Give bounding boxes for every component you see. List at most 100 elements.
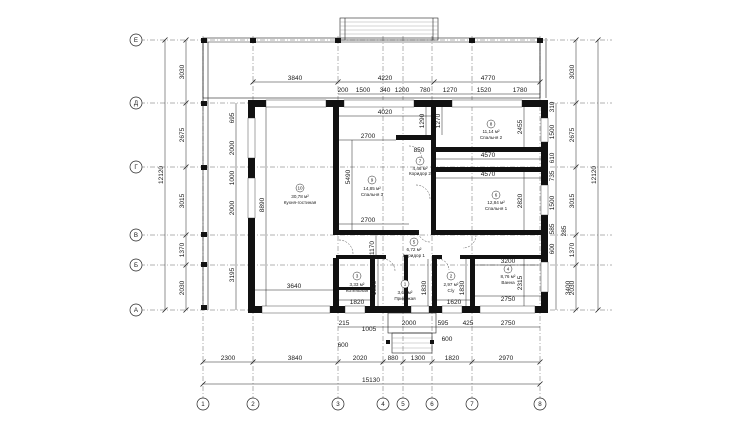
axis-marker-6: 6 xyxy=(425,397,439,411)
svg-text:1850: 1850 xyxy=(371,280,378,295)
svg-text:2315: 2315 xyxy=(517,275,524,290)
svg-text:2675: 2675 xyxy=(179,127,186,142)
axis-marker-v: В xyxy=(129,228,143,242)
svg-text:695: 695 xyxy=(229,112,236,123)
svg-text:1830: 1830 xyxy=(421,280,428,295)
axis-marker-3: 3 xyxy=(331,397,345,411)
svg-text:285: 285 xyxy=(561,225,568,236)
svg-text:10: 10 xyxy=(297,186,303,191)
svg-text:11,14 м²: 11,14 м² xyxy=(482,129,500,134)
svg-text:Спальня 1: Спальня 1 xyxy=(485,206,508,211)
axis-marker-g: Г xyxy=(129,160,143,174)
svg-text:3030: 3030 xyxy=(569,64,576,79)
svg-text:4770: 4770 xyxy=(481,75,496,82)
axis-marker-a: А xyxy=(129,303,143,317)
svg-text:Спальня 2: Спальня 2 xyxy=(480,135,503,140)
top-dimension-chain: 3840 4220 4770 200 1500 340 1200 780 127… xyxy=(250,75,543,95)
svg-text:1300: 1300 xyxy=(411,355,426,362)
axis-marker-7: 7 xyxy=(465,397,479,411)
svg-text:2,97 м²: 2,97 м² xyxy=(444,282,459,287)
svg-text:8890: 8890 xyxy=(259,197,266,212)
interior-dimensions: 4020 2700 1290 1270 850 4570 4570 5490 2… xyxy=(255,107,541,306)
svg-text:3015: 3015 xyxy=(569,193,576,208)
svg-text:215: 215 xyxy=(339,320,350,327)
svg-text:1500: 1500 xyxy=(356,87,371,94)
svg-text:200: 200 xyxy=(338,87,349,94)
room-3: 3 3,33 м² Котельная xyxy=(346,271,369,293)
svg-text:600: 600 xyxy=(442,336,453,343)
svg-text:880: 880 xyxy=(388,355,399,362)
svg-text:2750: 2750 xyxy=(501,320,516,327)
svg-text:4: 4 xyxy=(381,401,385,408)
svg-text:Кухня-гостиная: Кухня-гостиная xyxy=(284,200,317,205)
entrance-porch xyxy=(386,312,437,354)
svg-text:1270: 1270 xyxy=(443,87,458,94)
axis-marker-4: 4 xyxy=(376,397,390,411)
svg-text:6: 6 xyxy=(430,401,434,408)
svg-text:Г: Г xyxy=(134,164,138,171)
svg-text:12,84 м²: 12,84 м² xyxy=(487,200,505,205)
svg-text:7: 7 xyxy=(419,159,422,164)
svg-text:Прихожая: Прихожая xyxy=(394,296,416,301)
svg-text:4570: 4570 xyxy=(481,152,496,159)
svg-text:4220: 4220 xyxy=(378,75,393,82)
svg-text:А: А xyxy=(134,307,139,314)
svg-text:4: 4 xyxy=(507,267,510,272)
room-2: 2 2,97 м² С/у xyxy=(444,271,459,293)
room-9: 9 14,85 м² Спальня 3 xyxy=(361,175,384,197)
svg-text:Спальня 3: Спальня 3 xyxy=(361,192,384,197)
left-dimension-chain: 12120 3030 2675 3015 1370 2030 695 2000 … xyxy=(158,37,237,313)
svg-text:1200: 1200 xyxy=(395,87,410,94)
svg-text:6: 6 xyxy=(495,193,498,198)
room-8: 8 11,14 м² Спальня 2 xyxy=(480,119,503,140)
svg-text:С/у: С/у xyxy=(448,288,456,293)
svg-text:1520: 1520 xyxy=(477,87,492,94)
svg-text:735: 735 xyxy=(549,170,556,181)
axis-marker-e: Е xyxy=(129,33,143,47)
svg-text:1: 1 xyxy=(201,401,205,408)
room-labels: 10 30,78 м² Кухня-гостиная 9 14,85 м² Сп… xyxy=(284,119,516,301)
svg-text:9: 9 xyxy=(371,178,374,183)
svg-text:7: 7 xyxy=(470,401,474,408)
svg-text:340: 340 xyxy=(380,87,391,94)
axis-markers-left: Е Д Г В Б А xyxy=(129,33,143,317)
svg-text:2455: 2455 xyxy=(517,119,524,134)
svg-text:2675: 2675 xyxy=(569,127,576,142)
room-4: 4 8,76 м² Ванна xyxy=(501,264,516,285)
svg-text:8: 8 xyxy=(538,401,542,408)
svg-text:1290: 1290 xyxy=(419,113,426,128)
svg-text:2700: 2700 xyxy=(361,133,376,140)
svg-text:1170: 1170 xyxy=(369,241,376,255)
axis-markers-bottom: 1 2 3 4 5 6 7 8 xyxy=(196,397,547,411)
svg-text:1780: 1780 xyxy=(513,87,528,94)
svg-text:2000: 2000 xyxy=(229,200,236,215)
axis-marker-d: Д xyxy=(129,96,143,110)
room-10: 10 30,78 м² Кухня-гостиная xyxy=(284,183,317,205)
svg-text:3200: 3200 xyxy=(501,258,516,265)
svg-text:1820: 1820 xyxy=(350,299,365,306)
svg-text:1270: 1270 xyxy=(435,113,442,128)
svg-text:2700: 2700 xyxy=(361,217,376,224)
terrace-stairs xyxy=(339,17,439,41)
building-walls xyxy=(247,99,549,314)
svg-text:2030: 2030 xyxy=(569,280,576,295)
svg-text:12120: 12120 xyxy=(158,166,165,184)
svg-text:3840: 3840 xyxy=(288,75,303,82)
svg-text:5490: 5490 xyxy=(345,169,352,184)
svg-text:1000: 1000 xyxy=(229,170,236,185)
svg-text:3840: 3840 xyxy=(288,355,303,362)
svg-text:3400: 3400 xyxy=(565,280,572,295)
svg-text:2: 2 xyxy=(450,274,453,279)
svg-text:2020: 2020 xyxy=(353,355,368,362)
svg-text:610: 610 xyxy=(549,152,556,163)
svg-text:3,33 м²: 3,33 м² xyxy=(350,282,365,287)
svg-text:3: 3 xyxy=(336,401,340,408)
svg-text:Котельная: Котельная xyxy=(346,288,369,293)
svg-text:1830: 1830 xyxy=(459,280,466,295)
svg-text:425: 425 xyxy=(463,320,474,327)
svg-text:1820: 1820 xyxy=(445,355,460,362)
svg-text:2030: 2030 xyxy=(179,280,186,295)
svg-text:30,78 м²: 30,78 м² xyxy=(291,194,309,199)
axis-marker-b: Б xyxy=(129,258,143,272)
